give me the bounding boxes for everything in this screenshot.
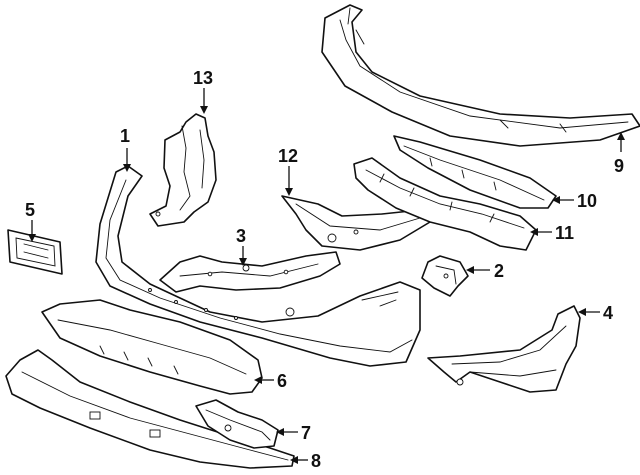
callout-13: 13 <box>193 68 213 88</box>
callout-4: 4 <box>603 303 613 323</box>
vertical-bracket-part <box>149 113 217 227</box>
arrowhead-4 <box>578 308 586 316</box>
arrowhead-9 <box>617 132 625 140</box>
callout-9: 9 <box>614 156 624 176</box>
side-bracket-part <box>421 255 469 297</box>
arrowhead-10 <box>552 196 560 204</box>
callout-3: 3 <box>236 226 246 246</box>
arrowhead-1 <box>123 164 131 172</box>
arrowhead-8 <box>290 456 298 464</box>
license-bracket-part <box>7 229 63 275</box>
bumper-cover-part <box>95 165 421 367</box>
callout-8: 8 <box>311 451 321 471</box>
arrowhead-3 <box>239 258 247 266</box>
spoiler-part <box>5 349 295 469</box>
callout-6: 6 <box>277 371 287 391</box>
callout-labels: 1 2 3 4 5 6 7 8 9 10 11 12 13 <box>25 68 624 471</box>
callout-11: 11 <box>555 223 574 243</box>
arrowhead-6 <box>254 376 262 384</box>
arrowheads <box>28 106 625 464</box>
callout-1: 1 <box>120 126 130 146</box>
callout-7: 7 <box>301 423 311 443</box>
arrowhead-11 <box>530 228 538 236</box>
arrowhead-7 <box>276 428 284 436</box>
guide-bracket-part <box>159 251 341 293</box>
callout-10: 10 <box>577 191 597 211</box>
callout-2: 2 <box>494 261 504 281</box>
corner-bracket-part <box>281 195 431 251</box>
absorber-part <box>393 135 557 209</box>
arrowhead-5 <box>28 234 36 242</box>
callout-12: 12 <box>278 146 298 166</box>
lower-side-bracket-part <box>427 305 581 393</box>
arrowhead-13 <box>200 106 208 114</box>
fog-bezel-part <box>195 399 279 449</box>
reinforcement-part <box>353 157 537 251</box>
callout-5: 5 <box>25 200 35 220</box>
arrowhead-12 <box>285 188 293 196</box>
arrowhead-2 <box>466 266 474 274</box>
upper-trim-part <box>321 4 640 147</box>
